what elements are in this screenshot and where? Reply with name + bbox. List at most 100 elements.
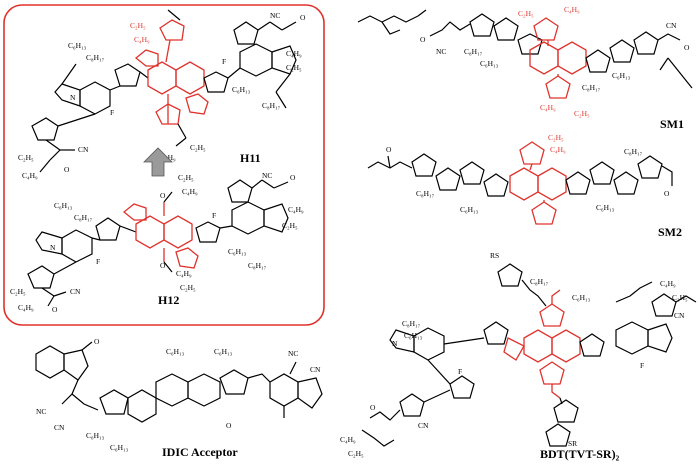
sm1-c2h5-top-label: C₂H₅ bbox=[518, 9, 534, 18]
h11-c8h17-right-label: C₈H₁₇ bbox=[262, 101, 281, 110]
h12-f-label: F bbox=[96, 257, 100, 266]
h11-c2h5-right-label: C₂H₅ bbox=[286, 63, 302, 72]
bdt-c6h13-left-label: C₆H₁₃ bbox=[404, 331, 423, 340]
h12-c2h5-right-label: C₂H₅ bbox=[282, 221, 298, 230]
h12-o-bottom-label: O bbox=[160, 261, 166, 270]
h12-c8h17-label: C₈H₁₇ bbox=[74, 213, 93, 222]
h12-name: H12 bbox=[158, 293, 179, 307]
idic-c6h13-bottom2-label: C₆H₁₃ bbox=[110, 443, 129, 452]
sm1-o-label: O bbox=[420, 35, 426, 44]
highlight-box bbox=[3, 4, 325, 326]
bdt-c2h5-right-label: C₂H₅ bbox=[672, 293, 688, 302]
h12-cn-label: CN bbox=[70, 287, 81, 296]
h12-c4h9-top-label: C₄H₉ bbox=[182, 187, 198, 196]
h12-o-label: O bbox=[52, 305, 58, 314]
bdt-cn-right-label: CN bbox=[674, 311, 685, 320]
idic-c6h13-top2-label: C₆H₁₃ bbox=[214, 347, 233, 356]
sm1-o-right-label: O bbox=[684, 43, 690, 52]
sm2-c8h17-label: C₈H₁₇ bbox=[416, 189, 435, 198]
idic-name: IDIC Acceptor bbox=[162, 445, 238, 459]
core-bdt-bdt bbox=[503, 289, 581, 399]
h12-c4h9-label: C₄H₉ bbox=[18, 303, 34, 312]
idic-c6h13-bottom-label: C₆H₁₃ bbox=[86, 431, 105, 440]
h12-n-label: N bbox=[50, 243, 56, 252]
molecule-idic: O NC CN C₆H₁₃ C₆H₁₃ C₆H₁₃ C₆H₁₃ NC CN O … bbox=[35, 337, 323, 459]
bdt-f-label: F bbox=[458, 367, 462, 376]
h11-c2h5-top-label: C₂H₅ bbox=[130, 21, 146, 30]
sm2-c8h17-right-label: C₈H₁₇ bbox=[624, 147, 643, 156]
bdt-c6h13-label: C₆H₁₃ bbox=[572, 293, 591, 302]
sm2-c6h13-label: C₆H₁₃ bbox=[460, 205, 479, 214]
sm1-c4h9-top-label: C₄H₉ bbox=[564, 5, 580, 14]
sm1-c6h13-label: C₆H₁₃ bbox=[480, 59, 499, 68]
sm2-name: SM2 bbox=[658, 225, 682, 239]
core-bdt-h12 bbox=[122, 202, 199, 269]
h12-o-top-label: O bbox=[160, 191, 166, 200]
core-bdt-sm2 bbox=[509, 141, 567, 225]
sm1-c4h9-bottom-label: C₄H₉ bbox=[540, 103, 556, 112]
h12-c4h9-right-label: C₄H₉ bbox=[288, 205, 304, 214]
h11-c6h13-label: C₆H₁₃ bbox=[68, 41, 87, 50]
bdt-c2h5-label: C₂H₅ bbox=[348, 449, 364, 458]
h11-c6h13-right-label: C₆H₁₃ bbox=[232, 85, 251, 94]
bdt-c8h17-label: C₈H₁₇ bbox=[530, 277, 549, 286]
h11-c4h9-label: C₄H₉ bbox=[22, 171, 38, 180]
h12-c6h13-label: C₆H₁₃ bbox=[54, 201, 73, 210]
h12-o-right-label: O bbox=[290, 173, 296, 182]
idic-o-right-label: O bbox=[226, 421, 232, 430]
core-bdt-sm1 bbox=[529, 17, 587, 99]
up-arrow-icon bbox=[143, 147, 173, 177]
h12-c6h13-right-label: C₆H₁₃ bbox=[228, 247, 247, 256]
sm1-name: SM1 bbox=[660, 117, 684, 131]
h11-c2h5-label: C₂H₅ bbox=[18, 153, 34, 162]
h11-c4h9-right-label: C₄H₉ bbox=[286, 49, 302, 58]
bdt-c4h9-right-label: C₄H₉ bbox=[660, 279, 676, 288]
sm2-c2h5-top-label: C₂H₅ bbox=[548, 133, 564, 142]
idic-cn-label: CN bbox=[54, 423, 65, 432]
bdt-cn-label: CN bbox=[418, 421, 429, 430]
bdt-f-right-label: F bbox=[640, 361, 644, 370]
h11-name: H11 bbox=[240, 151, 261, 165]
molecule-bdt-tvt-sr: RS C₈H₁₇ C₆H₁₃ C₈H₁₇ C₆H₁₃ N F O CN C₄H₉… bbox=[340, 251, 697, 461]
idic-nc-label: NC bbox=[36, 407, 46, 416]
bdt-o-label: O bbox=[370, 403, 376, 412]
molecule-sm1: O NC C₈H₁₇ C₆H₁₃ C₂H₅ C₄H₉ C₄H₉ C₂H₅ C₈H… bbox=[357, 5, 693, 131]
h11-o-right-label: O bbox=[300, 13, 306, 22]
molecule-h12: C₆H₁₃ C₈H₁₇ N F C₂H₅ C₄H₉ CN O O C₂H₅ C₄… bbox=[10, 171, 304, 314]
bdt-n-label: N bbox=[392, 339, 398, 348]
h12-nc-label: NC bbox=[262, 171, 272, 180]
sm1-c8h17-right-label: C₈H₁₇ bbox=[582, 83, 601, 92]
h11-c4h9-top-label: C₄H₉ bbox=[134, 35, 150, 44]
h11-n-label: N bbox=[70, 93, 76, 102]
h11-o-label: O bbox=[64, 165, 70, 174]
sm1-nc-label: NC bbox=[436, 47, 446, 56]
idic-nc-right-label: NC bbox=[288, 349, 298, 358]
sm1-cn-label: CN bbox=[666, 21, 677, 30]
h11-f-right-label: F bbox=[222, 57, 226, 66]
h12-c2h5-label: C₂H₅ bbox=[10, 287, 26, 296]
core-bdt-h11 bbox=[134, 19, 209, 125]
molecule-sm2: O C₈H₁₇ C₆H₁₃ C₂H₅ C₄H₉ C₆H₁₃ C₈H₁₇ O SM… bbox=[367, 133, 682, 239]
sm1-c8h17-label: C₈H₁₇ bbox=[464, 47, 483, 56]
sm2-o-right-label: O bbox=[664, 189, 670, 198]
bdt-c8h17-left-label: C₈H₁₇ bbox=[402, 319, 421, 328]
h12-c4h9-bottom-label: C₄H₉ bbox=[176, 269, 192, 278]
h11-f-label: F bbox=[110, 108, 114, 117]
h11-nc-label: NC bbox=[270, 11, 280, 20]
bdt-rs-label: RS bbox=[490, 251, 499, 260]
idic-cn-right-label: CN bbox=[310, 365, 321, 374]
h12-c2h5-bottom-label: C₂H₅ bbox=[180, 283, 196, 292]
h11-c8h17-label: C₈H₁₇ bbox=[86, 53, 105, 62]
h12-f-right-label: F bbox=[212, 211, 216, 220]
sm2-c4h9-top-label: C₄H₉ bbox=[550, 145, 566, 154]
bdt-c4h9-label: C₄H₉ bbox=[340, 435, 356, 444]
sm1-c6h13-right-label: C₆H₁₃ bbox=[612, 71, 631, 80]
sm2-o-label: O bbox=[386, 145, 392, 154]
h12-c2h5-top-label: C₂H₅ bbox=[178, 173, 194, 182]
idic-o-label: O bbox=[94, 337, 100, 346]
bdt-sr-label: SR bbox=[568, 439, 577, 448]
sm2-c6h13-right-label: C₆H₁₃ bbox=[596, 203, 615, 212]
sm1-c2h5-bottom-label: C₂H₅ bbox=[574, 109, 590, 118]
h11-cn-label: CN bbox=[78, 145, 89, 154]
